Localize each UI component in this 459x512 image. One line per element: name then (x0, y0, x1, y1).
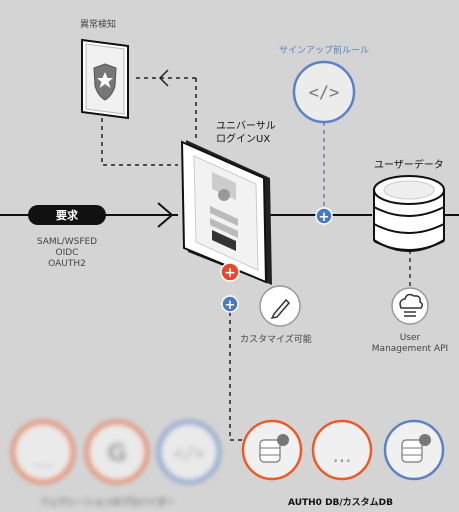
user-management-label-line1: User (399, 333, 421, 343)
federated-providers-group (11, 420, 221, 484)
ellipsis-icon: ... (33, 448, 52, 472)
add-connection-button[interactable] (221, 295, 239, 313)
add-rule-button[interactable] (315, 207, 333, 225)
request-label: 要求 (56, 209, 78, 222)
signup-rules-label: サインアップ前ルール (278, 46, 369, 56)
pencil-icon (270, 298, 291, 320)
cloud-api-icon (399, 293, 424, 317)
protocol-oidc: OIDC (55, 248, 79, 258)
google-icon: G (107, 439, 127, 467)
protocol-oauth2: OAUTH2 (48, 259, 86, 269)
anomaly-connector (101, 118, 178, 166)
auth0-db-label: AUTH0 DB/カスタムDB (288, 498, 394, 508)
universal-login-label-line2: ログインUX (216, 134, 271, 145)
signup-rules-node[interactable] (292, 60, 356, 124)
plus-icon: + (319, 210, 330, 225)
database-code-icon (401, 434, 431, 463)
user-management-label-line2: Management API (371, 344, 449, 354)
custom-db-ellipsis-node[interactable] (311, 419, 373, 481)
federated-providers-label: フェデレーションIDプロバイダー (40, 498, 176, 508)
provider-google-node[interactable] (85, 420, 149, 484)
plus-icon: + (225, 298, 236, 313)
provider-custom-node[interactable] (11, 420, 75, 484)
customizable-label: カスタマイズ可能 (240, 335, 312, 345)
add-action-button[interactable] (220, 262, 240, 282)
ellipsis-icon: ... (332, 443, 351, 467)
anomaly-detection-label: 異常検知 (80, 20, 117, 30)
protocol-saml: SAML/WSFED (36, 237, 98, 247)
shield-star-icon (93, 63, 117, 101)
universal-login-label-line1: ユニバーサル (216, 121, 276, 132)
plus-icon: + (224, 265, 236, 281)
request-arrow (157, 202, 174, 228)
universal-login-device (180, 140, 272, 285)
user-data-label: ユーザーデータ (374, 160, 444, 171)
database-icon (259, 434, 289, 463)
database-icon (373, 175, 445, 252)
request-pill (28, 205, 106, 225)
code-icon: </> (174, 444, 205, 464)
db-connector (229, 312, 246, 441)
provider-custom-code-node[interactable] (157, 420, 221, 484)
anomaly-arrowhead (158, 69, 169, 87)
code-icon: </> (309, 83, 340, 103)
